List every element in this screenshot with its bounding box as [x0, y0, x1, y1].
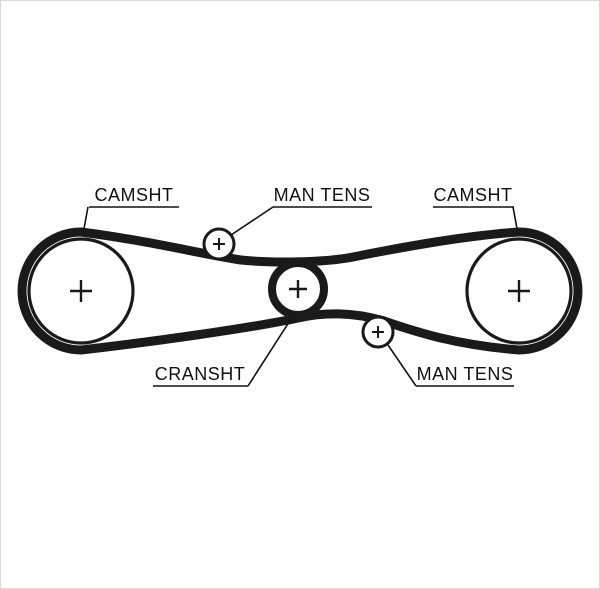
label-camshaft-right-text: CAMSHT	[434, 185, 513, 205]
plus-marker-icon	[372, 326, 384, 338]
plus-marker-icon	[508, 280, 530, 302]
label-camshaft-left: CAMSHT	[82, 185, 179, 235]
manual-tensioner-top	[202, 227, 236, 261]
label-tensioner-bottom-text: MAN TENS	[417, 364, 514, 384]
label-tensioner-top-text: MAN TENS	[274, 185, 371, 205]
label-camshaft-left-leader-line	[82, 206, 89, 235]
label-tensioner-top: MAN TENS	[230, 185, 372, 236]
plus-marker-icon	[70, 280, 92, 302]
label-tensioner-top-leader-line	[230, 206, 274, 236]
label-tensioner-bottom-leader-line	[387, 344, 417, 387]
label-camshaft-left-text: CAMSHT	[95, 185, 174, 205]
label-tensioner-bottom: MAN TENS	[387, 344, 514, 387]
crankshaft-pulley	[268, 259, 328, 319]
camshaft-pulley-right	[465, 237, 573, 345]
label-camshaft-right-leader-line	[512, 206, 519, 235]
label-camshaft-right: CAMSHT	[433, 185, 519, 235]
label-crankshaft-leader-line	[247, 318, 292, 387]
timing-belt	[17, 227, 583, 355]
label-crankshaft-text: CRANSHT	[155, 364, 246, 384]
label-crankshaft: CRANSHT	[153, 318, 292, 387]
plus-marker-icon	[289, 280, 307, 298]
manual-tensioner-bottom	[361, 315, 395, 349]
camshaft-pulley-left	[27, 237, 135, 345]
plus-marker-icon	[213, 238, 225, 250]
